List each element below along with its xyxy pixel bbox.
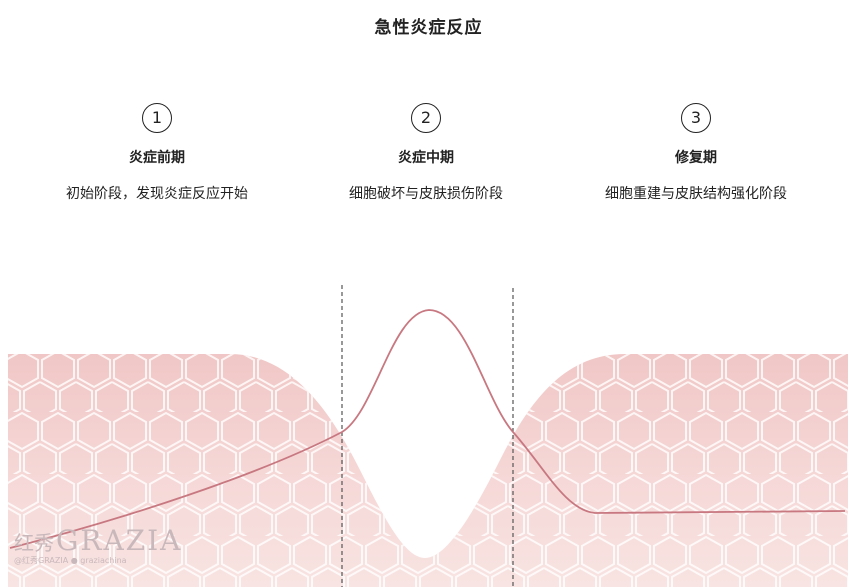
stage-repair: 3 修复期 细胞重建与皮肤结构强化阶段 <box>566 103 826 203</box>
inflammation-curve <box>9 309 846 549</box>
stage-number-circle: 3 <box>681 103 711 133</box>
stage-early: 1 炎症前期 初始阶段，发现炎症反应开始 <box>27 103 287 203</box>
watermark-logo: 红秀GRAZIA @红秀GRAZIA ● graziachina <box>14 524 183 565</box>
stage-name: 修复期 <box>675 150 717 166</box>
stage-description: 细胞重建与皮肤结构强化阶段 <box>605 186 787 202</box>
stage-description: 细胞破坏与皮肤损伤阶段 <box>349 186 503 202</box>
stage-description: 初始阶段，发现炎症反应开始 <box>66 186 248 202</box>
stage-middle: 2 炎症中期 细胞破坏与皮肤损伤阶段 <box>296 103 556 203</box>
stage-name: 炎症前期 <box>129 150 185 166</box>
stage-number-circle: 2 <box>411 103 441 133</box>
diagram-title: 急性炎症反应 <box>374 18 483 38</box>
stage-name: 炎症中期 <box>398 150 454 166</box>
stage-number-circle: 1 <box>142 103 172 133</box>
